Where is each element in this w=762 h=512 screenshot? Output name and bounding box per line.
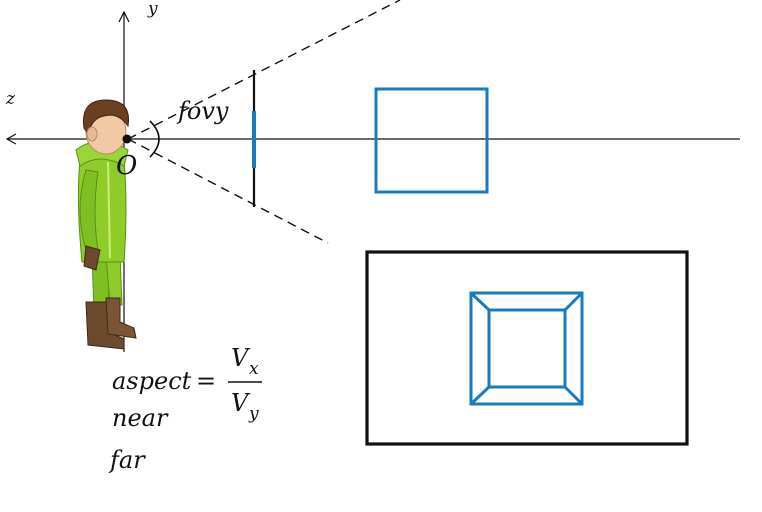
equals-sign: = <box>196 367 216 395</box>
cube-edge-tr <box>563 291 584 312</box>
z-axis-arrow-icon <box>5 133 17 145</box>
near-label: near <box>112 404 169 432</box>
y-axis-arrow-icon <box>118 10 130 23</box>
frustum-bottom-edge <box>127 138 329 244</box>
rendered-cube <box>469 291 584 406</box>
frustum-top-edge <box>127 0 401 140</box>
denominator-sub: y <box>248 404 259 424</box>
numerator-sub: x <box>249 359 259 379</box>
cube-inner-face <box>487 308 567 389</box>
cube-outer-face <box>469 291 584 406</box>
cube-edge-tl <box>469 291 491 312</box>
y-axis-label: y <box>147 0 158 19</box>
aspect-formula: aspect = V x V y <box>112 344 262 424</box>
numerator-v: V <box>231 344 251 372</box>
viewer-character <box>75 99 137 350</box>
object-box <box>374 87 489 194</box>
origin-point <box>122 134 132 144</box>
cube-edge-bl <box>469 385 491 406</box>
aspect-label: aspect <box>112 367 192 395</box>
cube-edge-br <box>563 385 584 406</box>
fov-label: fovy <box>176 97 229 125</box>
origin-label: O <box>116 151 137 181</box>
far-label: far <box>108 446 146 474</box>
screen-frame <box>365 250 689 446</box>
z-axis-label: z <box>5 89 16 109</box>
fov-angle-arc <box>149 120 160 158</box>
denominator-v: V <box>231 389 251 417</box>
